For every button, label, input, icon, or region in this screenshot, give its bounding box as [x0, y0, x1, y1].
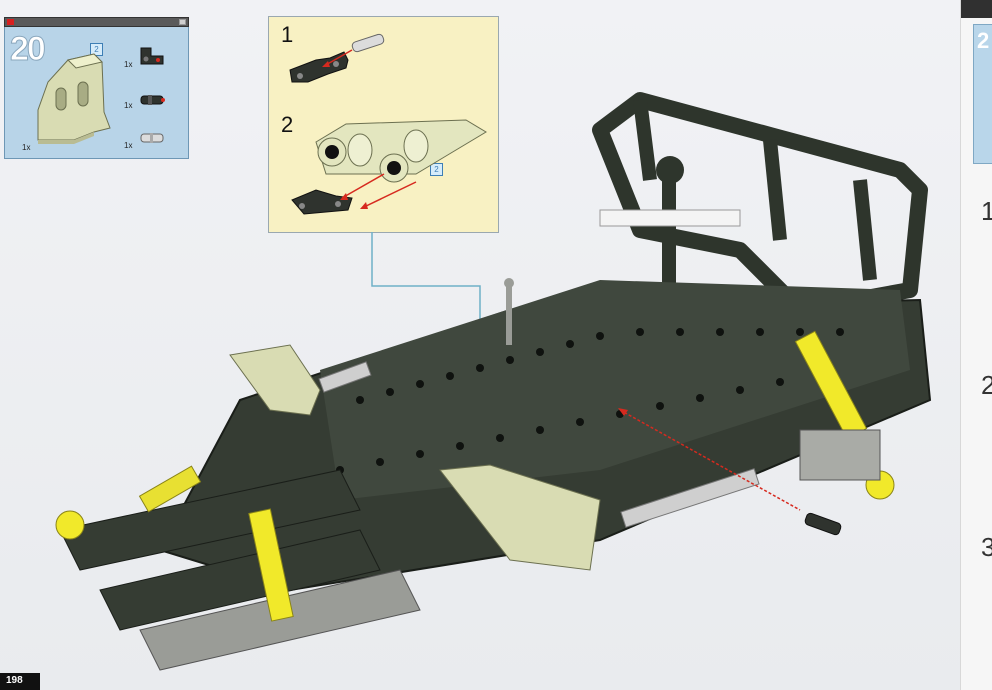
parts-list-titlebar: [4, 17, 189, 27]
page-number-label: 198: [6, 675, 23, 686]
next-page-step-number: 2: [977, 28, 990, 53]
part-quantity-3: 1x: [124, 141, 133, 150]
axle-pin-icon: [140, 95, 165, 105]
close-icon: [179, 19, 186, 25]
panel-part-icon: [37, 53, 111, 144]
part-quantity-2: 1x: [124, 101, 133, 110]
next-page-titlebar: [961, 0, 992, 18]
lego-logo-icon: [7, 19, 14, 25]
sub-step-1-illustration: [289, 33, 385, 83]
next-page-step-3: 3: [981, 532, 992, 563]
next-page-edge: 2 1 2 3: [960, 0, 992, 690]
sub-step-2-illustration: [291, 119, 487, 215]
part-quantity-1: 1x: [124, 60, 133, 69]
next-page-step-1: 1: [981, 196, 992, 227]
next-page-parts-box: [973, 24, 992, 164]
page-number: 198: [0, 673, 40, 690]
angle-connector-icon: [140, 47, 164, 65]
sub-step-number-1: 1: [281, 22, 294, 47]
friction-pin-icon: [140, 133, 164, 143]
panel-quantity: 1x: [22, 143, 31, 152]
next-page-step-2: 2: [981, 370, 992, 401]
instruction-page: 20 2 1x 1x 1x 1x 1 2 2: [0, 0, 960, 690]
sub-assembly-badge: 2: [430, 163, 443, 176]
sub-step-number-2: 2: [281, 112, 294, 137]
quantity-badge: 2: [90, 43, 103, 56]
chassis-model-illustration: [55, 92, 932, 671]
step-number: 20: [10, 30, 47, 69]
